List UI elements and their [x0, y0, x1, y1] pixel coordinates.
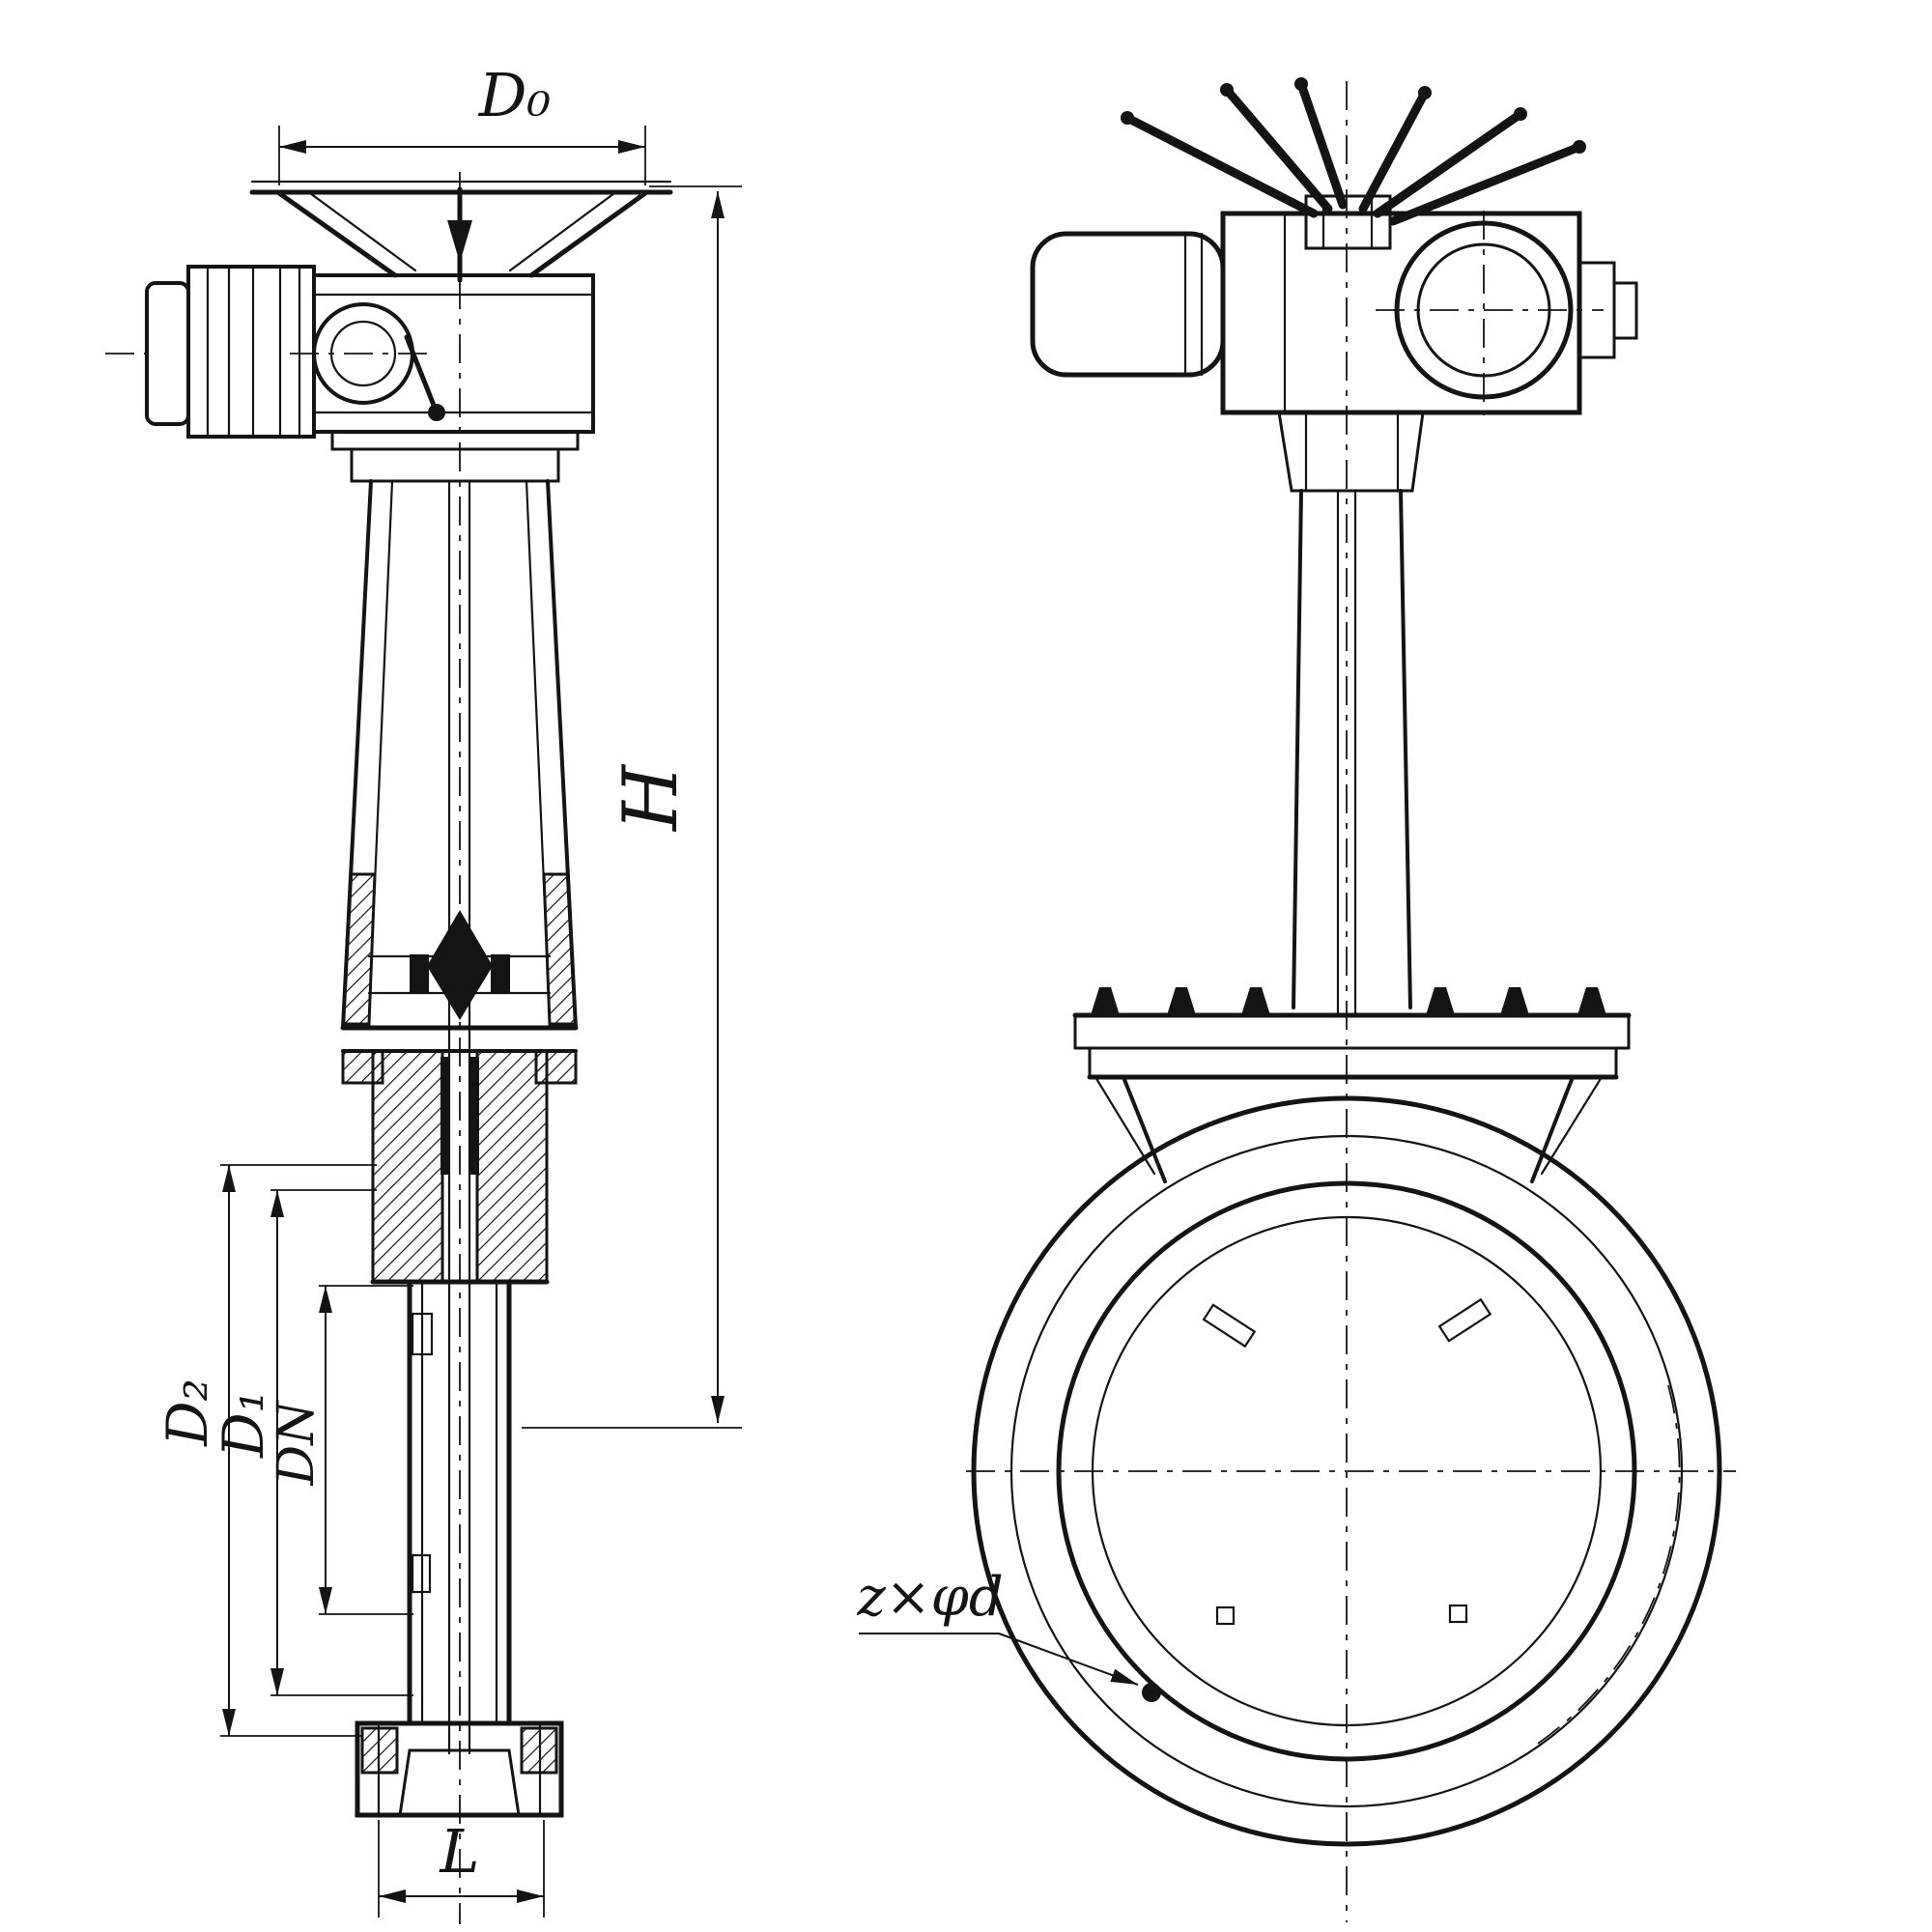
dimension-l: L — [378, 1816, 545, 1918]
bolt — [1500, 987, 1529, 1015]
motor-front — [1030, 231, 1226, 378]
label-d1: D₁ — [211, 1390, 276, 1459]
label-d2: D₂ — [155, 1378, 220, 1447]
dimension-d1: D₁ — [211, 1189, 413, 1696]
handwheel-side — [249, 180, 673, 283]
actuator-side — [290, 273, 595, 434]
label-dn: DN — [268, 1400, 326, 1487]
valve-body-section — [370, 1049, 550, 1285]
stem-front — [1292, 489, 1412, 1017]
raised-face-circle — [1009, 1134, 1684, 1808]
bottom-flange-section — [355, 1720, 564, 1818]
bolt — [1241, 987, 1270, 1015]
stem-nut — [367, 910, 552, 1020]
lug — [411, 1312, 434, 1356]
flange-outer-circle — [971, 1095, 1722, 1847]
bore-outer-circle — [1056, 1180, 1637, 1762]
actuator-base-front — [1277, 411, 1425, 493]
label-bolt-spec: z×φd — [856, 1566, 1003, 1629]
bolt-hole — [1142, 1683, 1161, 1702]
actuator-front — [1220, 211, 1638, 415]
dimension-d2: D₂ — [155, 1164, 377, 1737]
left-view: D₀ — [105, 60, 742, 1924]
bolt — [1577, 987, 1606, 1015]
dimension-h: H — [522, 185, 742, 1429]
seat-slot — [1202, 1303, 1257, 1349]
label-l: L — [439, 1816, 479, 1887]
lever — [404, 334, 440, 415]
label-h: H — [608, 763, 695, 833]
handwheel-hub — [1304, 194, 1392, 250]
yoke — [340, 479, 579, 1755]
seat-slot — [1437, 1297, 1492, 1343]
seat-slot-small — [1215, 1605, 1236, 1626]
actuator-base — [330, 430, 580, 483]
motor-side — [105, 265, 316, 439]
seat-slot-small — [1448, 1604, 1468, 1624]
body-flange-front — [1072, 987, 1632, 1183]
bolt — [1167, 987, 1196, 1015]
handwheel-front — [1121, 77, 1586, 250]
dimension-d0: D₀ — [278, 60, 646, 185]
body-circles — [971, 1095, 1722, 1847]
lug — [411, 1553, 432, 1594]
gate-housing — [407, 1279, 512, 1726]
bolt-hole-callout: z×φd — [856, 1566, 1161, 1702]
front-view: z×φd — [856, 77, 1736, 1922]
bore-inner-circle — [1091, 1215, 1603, 1727]
label-d0: D₀ — [478, 60, 552, 130]
dimension-dn: DN — [268, 1285, 413, 1615]
bolt — [1426, 987, 1455, 1015]
bolt — [1091, 987, 1120, 1015]
bolt-circle-arc — [1537, 1384, 1681, 1745]
